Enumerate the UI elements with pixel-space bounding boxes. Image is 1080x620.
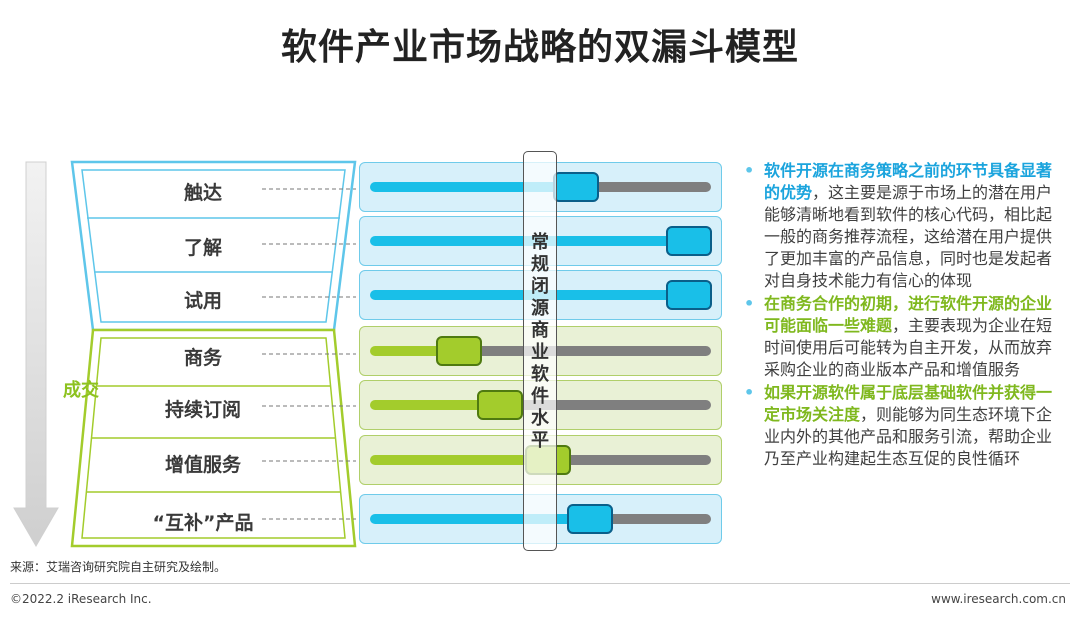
note-item: • 软件开源在商务策略之前的环节具备显著的优势，这主要是源于市场上的潜在用户能够清… — [742, 160, 1064, 292]
page-title: 软件产业市场战略的双漏斗模型 — [280, 27, 799, 68]
band-char: 商 — [531, 320, 549, 341]
band-char: 规 — [531, 254, 549, 275]
level-bar-knob — [477, 390, 524, 420]
band-char: 闭 — [531, 276, 549, 297]
level-bar-knob — [436, 336, 483, 366]
footer-divider — [10, 583, 1070, 584]
note-highlight: 软件开源在商务策略之前的环节具备显著的优势 — [764, 161, 1053, 202]
stage-label-understand: 了解 — [183, 237, 222, 259]
note-highlight: 在商务合作的初期，进行软件开源的企业可能面临一些难题 — [764, 294, 1053, 335]
copyright: ©2022.2 iResearch Inc. — [10, 592, 152, 606]
stage-label-reach: 触达 — [183, 182, 222, 204]
note-item: • 如果开源软件属于底层基础软件并获得一定市场关注度，则能够为同生态环境下企业内外… — [742, 382, 1064, 470]
down-arrow-icon — [13, 161, 59, 547]
band-char: 软 — [531, 364, 549, 385]
note-text: ，则能够为同生态环境下企业内外的其他产品和服务引流，帮助企业乃至产业构建起生态互… — [764, 405, 1053, 468]
stage-label-value-added: 增值服务 — [164, 454, 241, 476]
band-char: 业 — [531, 342, 549, 363]
deal-label: 成交 — [63, 380, 99, 401]
level-bar-knob — [566, 504, 613, 534]
source-note: 来源：艾瑞咨询研究院自主研究及绘制。 — [10, 560, 227, 574]
bullet-icon: • — [744, 383, 755, 402]
bullet-icon: • — [744, 161, 755, 180]
note-highlight: 如果开源软件属于底层基础软件并获得一定市场关注度 — [764, 383, 1053, 424]
website-link[interactable]: www.iresearch.com.cn — [931, 592, 1066, 606]
band-char: 平 — [531, 430, 549, 451]
band-char: 水 — [531, 408, 549, 429]
stage-label-trial: 试用 — [183, 290, 222, 312]
note-item: • 在商务合作的初期，进行软件开源的企业可能面临一些难题，主要表现为企业在短时间使… — [742, 293, 1064, 381]
band-char: 常 — [531, 232, 549, 253]
note-text: ，这主要是源于市场上的潜在用户能够清晰地看到软件的核心代码，相比起一般的商务推荐… — [764, 183, 1053, 290]
level-bar-knob — [665, 226, 712, 256]
band-char: 源 — [531, 298, 549, 319]
stage-label-subscription: 持续订阅 — [164, 399, 241, 421]
level-bar-knob — [665, 280, 712, 310]
level-bar-knob — [552, 172, 599, 202]
closed-source-level-band: 常规闭源商业软件水平 — [523, 151, 557, 551]
lower-funnel-inner — [81, 337, 346, 539]
bullet-icon: • — [744, 294, 755, 313]
band-char: 件 — [531, 386, 549, 407]
closed-source-level-label: 常规闭源商业软件水平 — [524, 232, 556, 452]
note-text: ，主要表现为企业在短时间使用后可能转为自主开发，从而放弃采购企业的商业版本产品和… — [764, 316, 1053, 379]
notes-panel: • 软件开源在商务策略之前的环节具备显著的优势，这主要是源于市场上的潜在用户能够清… — [742, 160, 1064, 471]
stage-label-complementary: “互补”产品 — [152, 512, 254, 534]
stage-label-business: 商务 — [183, 347, 222, 369]
